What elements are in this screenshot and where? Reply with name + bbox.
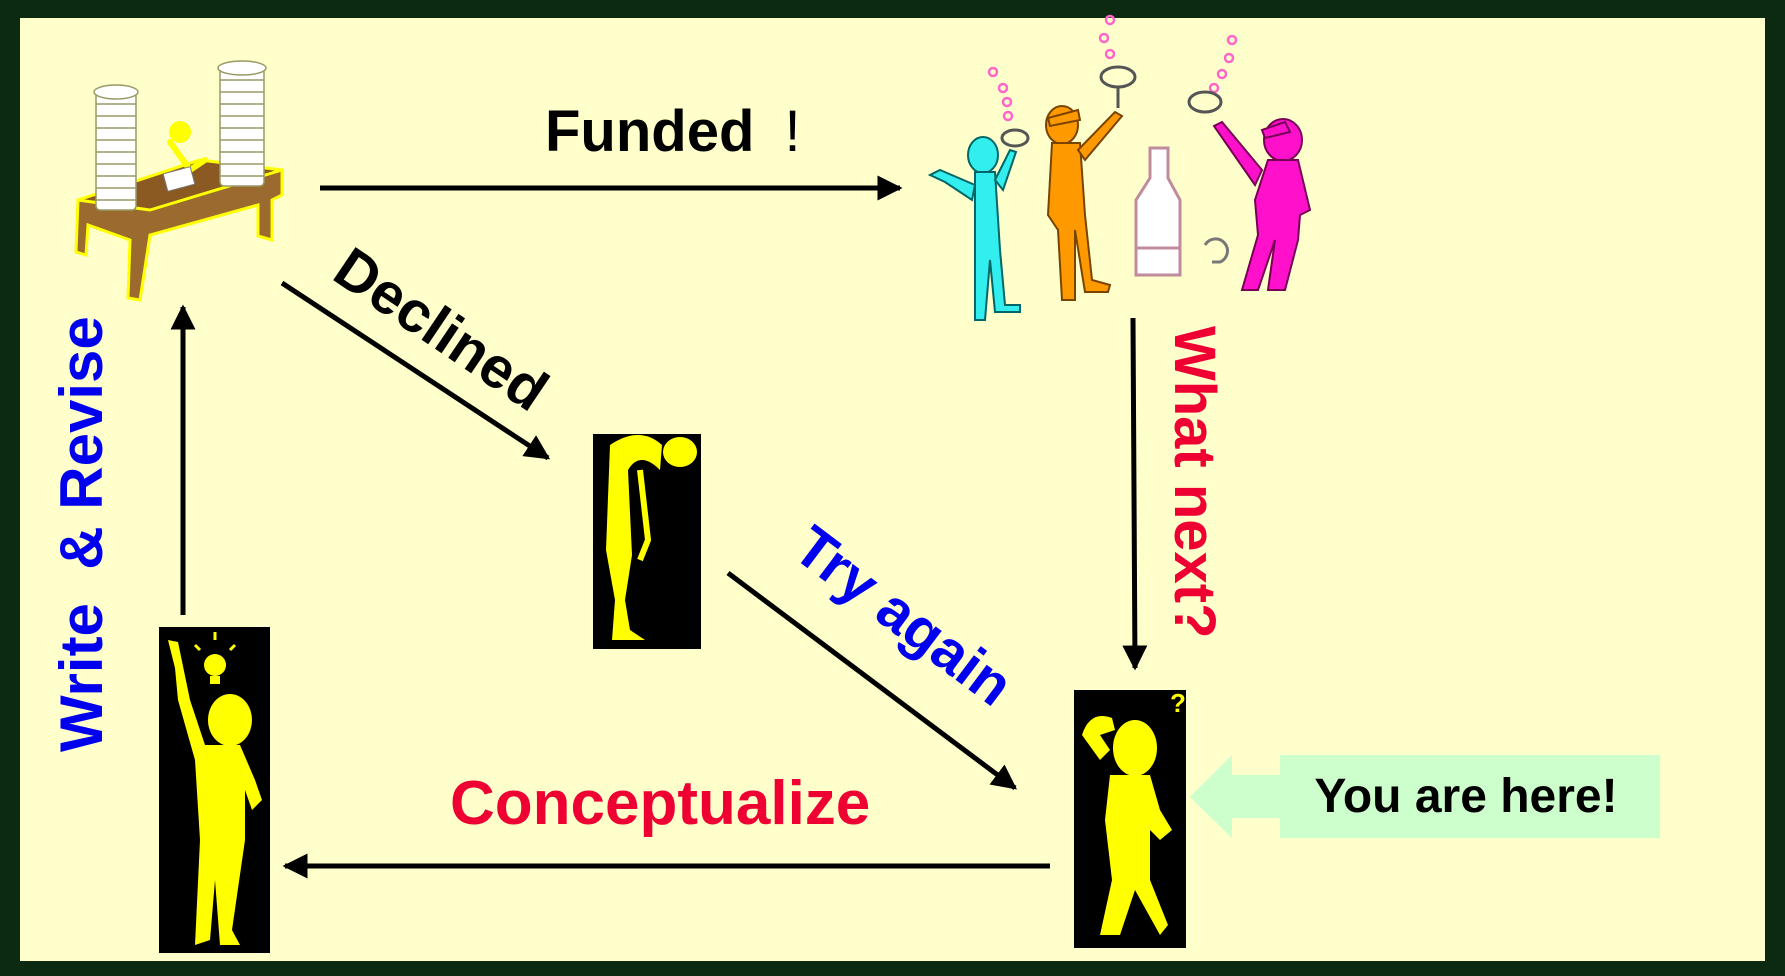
arrow-declined [280,280,551,461]
flow-arrows [170,175,1148,879]
funded-word: Funded [545,99,754,164]
svg-text:?: ? [1170,688,1186,718]
funded-exclamation: ! [785,99,801,164]
funded-label: Funded ! [545,99,801,164]
you-are-here-callout: You are here! [1190,755,1660,838]
arrow-what-next [1122,317,1148,671]
idea-figure-icon [159,627,270,953]
what-next-label: What next? [1162,326,1227,639]
confused-figure-icon: ? [1074,688,1186,948]
conceptualize-label: Conceptualize [450,769,870,838]
celebrating-people-icon [927,14,1312,321]
you-are-here-label: You are here! [1314,770,1617,823]
dejected-figure-icon [593,434,701,649]
arrow-try-again [726,570,1018,791]
write-revise-label: Write & Revise [48,316,115,752]
desk-with-paper-stacks-icon [74,60,284,302]
